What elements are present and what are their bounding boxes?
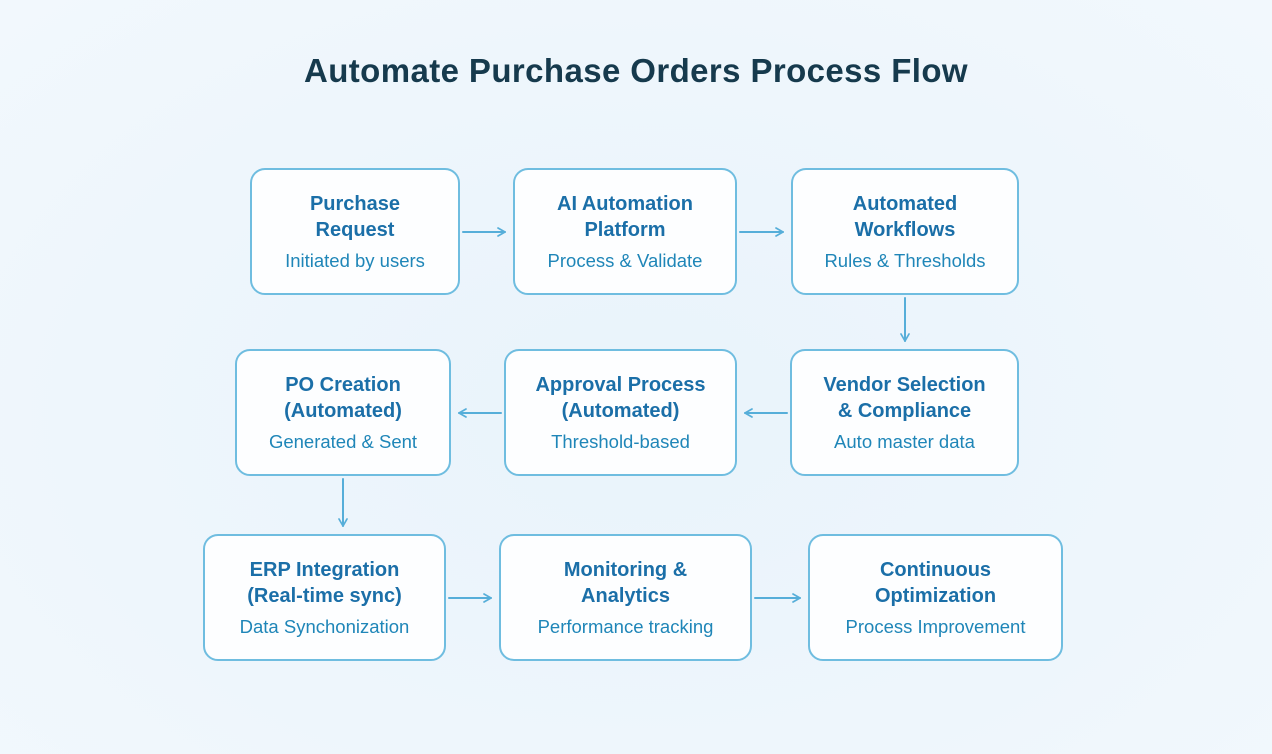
node-subtitle: Auto master data	[834, 431, 975, 453]
node-title: Purchase Request	[309, 192, 401, 241]
node-purchase-request: Purchase Request Initiated by users	[250, 168, 460, 295]
node-subtitle: Performance tracking	[537, 616, 714, 638]
node-subtitle: Process & Validate	[547, 250, 703, 272]
node-subtitle: Rules & Thresholds	[824, 250, 986, 272]
node-vendor-selection-compliance: Vendor Selection & Compliance Auto maste…	[790, 349, 1019, 476]
node-ai-automation-platform: AI Automation Platform Process & Validat…	[513, 168, 737, 295]
node-monitoring-analytics: Monitoring & Analytics Performance track…	[499, 534, 752, 661]
node-po-creation: PO Creation (Automated) Generated & Sent	[235, 349, 451, 476]
node-title: Vendor Selection & Compliance	[823, 373, 986, 422]
node-title: Monitoring & Analytics	[563, 558, 688, 607]
node-automated-workflows: Automated Workflows Rules & Thresholds	[791, 168, 1019, 295]
node-subtitle: Process Improvement	[845, 616, 1026, 638]
node-title: ERP Integration (Real-time sync)	[247, 558, 402, 607]
node-title: PO Creation (Automated)	[284, 373, 402, 422]
page-title: Automate Purchase Orders Process Flow	[303, 52, 969, 89]
node-title: AI Automation Platform	[557, 192, 693, 241]
node-subtitle: Threshold-based	[551, 431, 690, 453]
node-subtitle: Data Synchonization	[239, 616, 410, 638]
node-subtitle: Generated & Sent	[268, 431, 418, 453]
node-title: Continuous Optimization	[874, 558, 997, 607]
node-title: Automated Workflows	[852, 192, 958, 241]
node-erp-integration: ERP Integration (Real-time sync) Data Sy…	[203, 534, 446, 661]
node-title: Approval Process (Automated)	[535, 373, 706, 422]
node-continuous-optimization: Continuous Optimization Process Improvem…	[808, 534, 1063, 661]
node-subtitle: Initiated by users	[285, 250, 425, 272]
node-approval-process: Approval Process (Automated) Threshold-b…	[504, 349, 737, 476]
